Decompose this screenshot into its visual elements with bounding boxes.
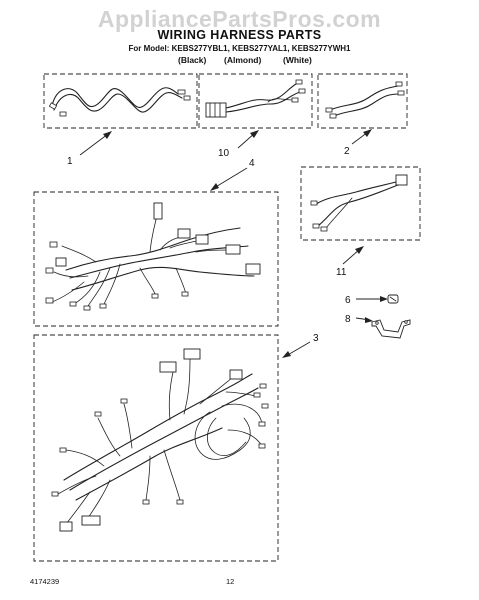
page-number: 12 <box>226 577 235 586</box>
svg-text:11: 11 <box>336 267 347 278</box>
callout-10: 10 <box>218 130 259 159</box>
callout-6: 6 <box>345 295 388 306</box>
part-8-bracket[interactable] <box>371 319 411 339</box>
callout-4: 4 <box>210 158 255 191</box>
document-number: 4174239 <box>30 577 60 586</box>
callout-11: 11 <box>336 246 364 278</box>
color-variants: (Black) (Almond) (White) <box>0 55 479 67</box>
callout-2: 2 <box>344 129 372 157</box>
watermark: AppliancePartsPros.com <box>97 6 382 32</box>
model-line: For Model: KEBS277YBL1, KEBS277YAL1, KEB… <box>128 44 351 53</box>
harness-part-3[interactable] <box>33 334 279 562</box>
page-title: WIRING HARNESS PARTS <box>157 28 322 42</box>
svg-text:3: 3 <box>313 333 319 344</box>
color-white: (White) <box>283 55 312 65</box>
svg-text:8: 8 <box>345 314 351 325</box>
harness-part-2[interactable] <box>317 73 408 129</box>
callout-1: 1 <box>67 131 112 167</box>
harness-part-4[interactable] <box>33 191 279 327</box>
svg-text:2: 2 <box>344 146 350 157</box>
harness-part-1[interactable] <box>43 73 198 129</box>
harness-part-11[interactable] <box>300 166 421 241</box>
svg-text:4: 4 <box>249 158 255 169</box>
svg-text:6: 6 <box>345 295 351 306</box>
svg-text:1: 1 <box>67 156 73 167</box>
color-black: (Black) <box>178 55 207 65</box>
part-6-clip[interactable] <box>387 294 399 304</box>
svg-text:10: 10 <box>218 148 230 159</box>
callout-3: 3 <box>282 333 319 358</box>
callout-8: 8 <box>345 314 373 325</box>
harness-part-10[interactable] <box>198 73 313 129</box>
color-almond: (Almond) <box>224 55 262 65</box>
